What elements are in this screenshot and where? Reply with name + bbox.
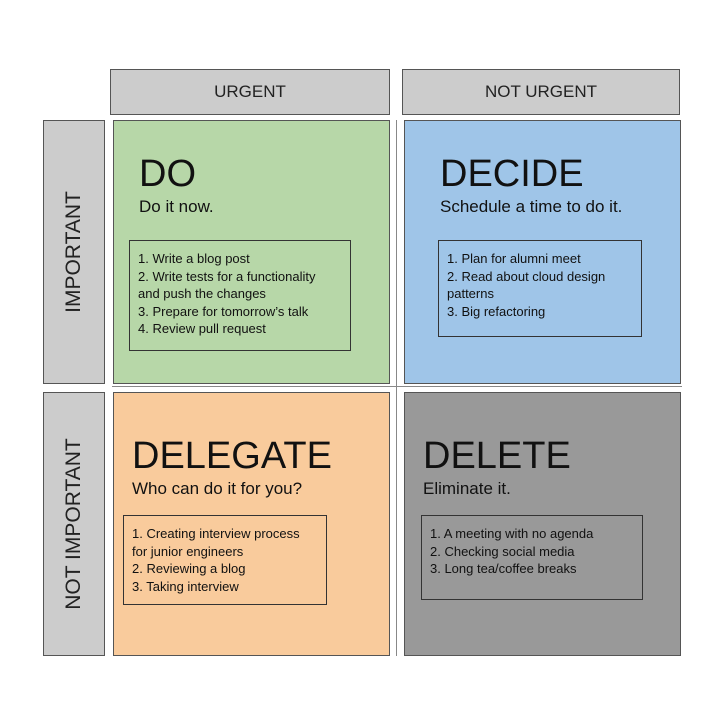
quadrant-do-subtitle: Do it now. — [139, 197, 214, 216]
task-item: 3. Long tea/coffee breaks — [430, 561, 577, 576]
task-item: for junior engineers — [132, 543, 244, 559]
task-item: 1. Write a blog post — [138, 251, 250, 266]
header-urgent-label: URGENT — [214, 82, 286, 101]
row-header-not-important-label: NOT IMPORTANT — [62, 438, 85, 610]
header-urgent: URGENT — [110, 69, 390, 115]
task-item: 1. Plan for alumni meet — [447, 251, 581, 266]
quadrant-delegate-task-list: 1. Creating interview process for junior… — [123, 515, 327, 605]
task-item: 2. Read about cloud design — [447, 268, 606, 284]
quadrant-do: DO Do it now. 1. Write a blog post 2. Wr… — [113, 120, 390, 384]
quadrant-do-title: DO — [139, 153, 196, 195]
quadrant-delegate-title: DELEGATE — [132, 435, 332, 477]
grid-divider-horizontal — [112, 386, 682, 387]
task-item: 2. Checking social media — [430, 543, 575, 559]
quadrant-delete: DELETE Eliminate it. 1. A meeting with n… — [404, 392, 681, 656]
task-item: 3. Prepare for tomorrow’s talk — [138, 303, 309, 319]
task-item: 1. A meeting with no agenda — [430, 526, 594, 541]
task-item: 3. Taking interview — [132, 578, 239, 594]
task-item: patterns — [447, 286, 494, 301]
task-item: 2. Write tests for a functionality — [138, 268, 316, 284]
task-item: 2. Reviewing a blog — [132, 561, 246, 576]
quadrant-decide: DECIDE Schedule a time to do it. 1. Plan… — [404, 120, 681, 384]
quadrant-delegate-subtitle: Who can do it for you? — [132, 479, 303, 498]
task-item: 1. Creating interview process — [132, 526, 300, 541]
quadrant-do-task-list: 1. Write a blog post 2. Write tests for … — [129, 240, 351, 351]
task-item: 4. Review pull request — [138, 321, 266, 336]
header-not-urgent: NOT URGENT — [402, 69, 680, 115]
quadrant-decide-task-list: 1. Plan for alumni meet 2. Read about cl… — [438, 240, 642, 337]
quadrant-delete-task-list: 1. A meeting with no agenda 2. Checking … — [421, 515, 643, 600]
task-item: and push the changes — [138, 286, 266, 301]
quadrant-delete-title: DELETE — [423, 435, 571, 477]
quadrant-decide-subtitle: Schedule a time to do it. — [440, 197, 623, 216]
quadrant-decide-title: DECIDE — [440, 153, 584, 195]
task-item: 3. Big refactoring — [447, 303, 546, 319]
row-header-important-label: IMPORTANT — [62, 191, 85, 313]
header-not-urgent-label: NOT URGENT — [484, 82, 598, 101]
grid-divider-vertical — [396, 120, 397, 656]
row-header-important: IMPORTANT — [43, 120, 105, 384]
row-header-not-important: NOT IMPORTANT — [43, 392, 105, 656]
quadrant-delegate: DELEGATE Who can do it for you? 1. Creat… — [113, 392, 390, 656]
quadrant-delete-subtitle: Eliminate it. — [423, 479, 511, 498]
